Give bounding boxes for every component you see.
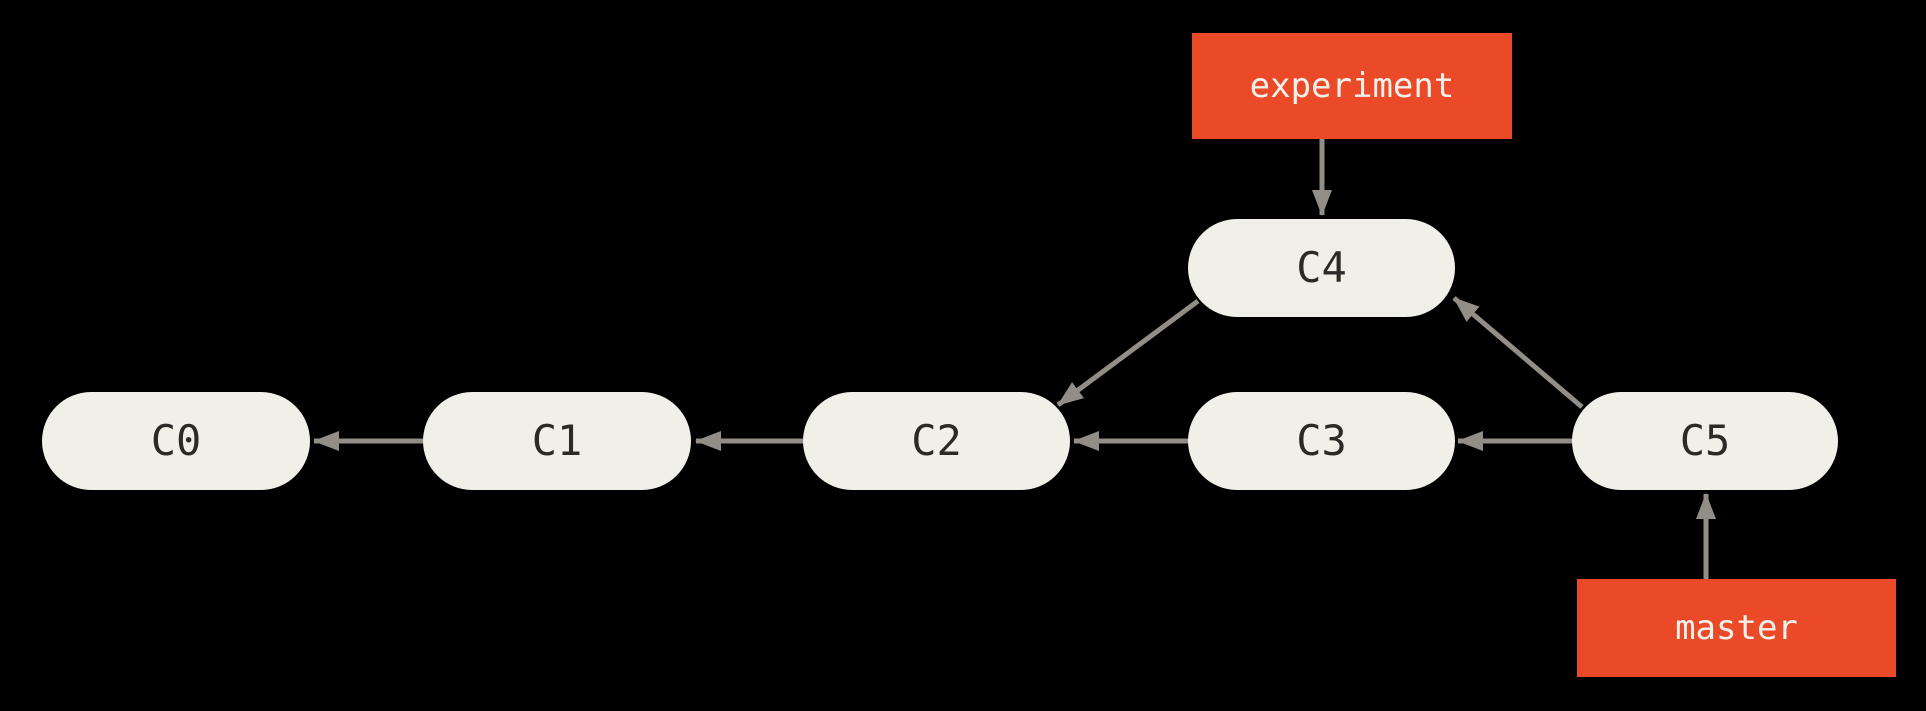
commit-node-c3: C3 [1188,392,1455,490]
commit-node-c2: C2 [803,392,1070,490]
edge-c4-to-c2-arrow [1056,298,1200,408]
commit-label-c0: C0 [150,416,202,465]
commit-label-c3: C3 [1296,416,1347,465]
commit-label-c4: C4 [1296,243,1347,292]
branch-label-master: master [1577,579,1896,677]
commit-node-c0: C0 [42,392,310,490]
edge-c5-to-c4-arrow [1452,296,1584,409]
commit-label-c5: C5 [1679,416,1731,465]
commit-node-c5: C5 [1572,392,1838,490]
branch-name-master: master [1675,608,1798,648]
branch-name-experiment: experiment [1249,66,1455,106]
commit-label-c2: C2 [911,416,962,465]
branch-label-experiment: experiment [1192,33,1512,139]
commit-node-c1: C1 [423,392,691,490]
commit-label-c1: C1 [531,416,583,465]
commit-node-c4: C4 [1188,219,1455,317]
